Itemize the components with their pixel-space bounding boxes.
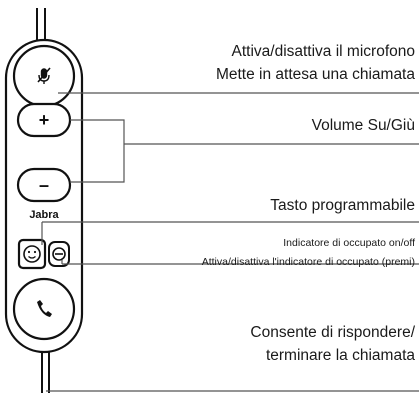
callout-lines bbox=[41, 92, 419, 392]
plus-symbol: + bbox=[39, 110, 50, 130]
answer-label-line1: Consente di rispondere/ bbox=[250, 324, 415, 341]
bottom-cable bbox=[41, 350, 50, 393]
volume-label: Volume Su/Giù bbox=[311, 117, 415, 134]
mute-button[interactable] bbox=[12, 44, 76, 108]
microphone-off-icon bbox=[37, 67, 51, 84]
busy-indicator-label: Indicatore di occupato on/off bbox=[283, 237, 415, 249]
busy-light-icon bbox=[52, 247, 66, 261]
programmable-label: Tasto programmabile bbox=[270, 197, 415, 214]
top-cable bbox=[36, 8, 46, 42]
mute-label-line1: Attiva/disattiva il microfono bbox=[231, 43, 416, 60]
phone-handset-icon bbox=[37, 300, 52, 317]
mute-label-line2: Mette in attesa una chiamata bbox=[215, 66, 415, 83]
call-button[interactable] bbox=[12, 277, 76, 341]
volume-up-button[interactable]: + bbox=[16, 102, 72, 138]
smiley-icon bbox=[23, 245, 41, 263]
answer-label-line2: terminare la chiamata bbox=[265, 347, 415, 364]
brand-logo: Jabra bbox=[29, 209, 59, 221]
minus-symbol: – bbox=[39, 175, 49, 195]
programmable-button[interactable] bbox=[17, 238, 47, 270]
busy-toggle-label: Attiva/disattiva l'indicatore di occupat… bbox=[201, 256, 415, 268]
busy-light-button[interactable] bbox=[48, 241, 70, 267]
volume-down-button[interactable]: – bbox=[16, 167, 72, 203]
